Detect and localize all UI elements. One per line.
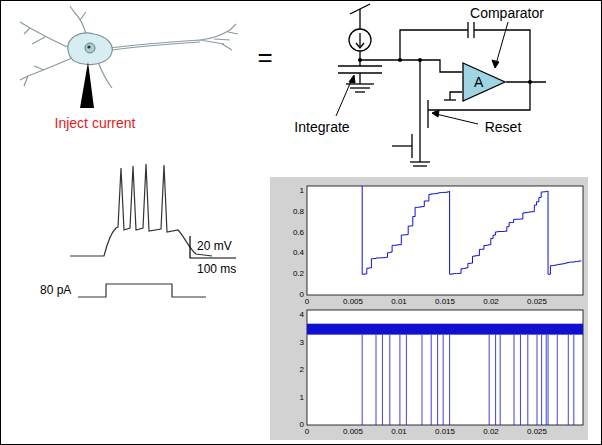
part-label: Integrate [294, 120, 349, 134]
comparator-triangle: A [462, 62, 506, 102]
neuron-nucleus [85, 43, 95, 53]
amplifier-label: A [474, 75, 483, 89]
signal-trace [541, 335, 542, 425]
tick-label: 0.015 [435, 298, 455, 306]
tick-label: 0.6 [293, 229, 304, 237]
plot-axes [307, 186, 583, 295]
signal-trace [362, 191, 449, 274]
signal-trace [537, 335, 538, 425]
plot-panel [270, 177, 588, 440]
signal-trace [568, 335, 569, 425]
tick-label: 0.02 [483, 298, 499, 306]
nucleolus [87, 45, 90, 48]
part-label: Reset [485, 120, 522, 134]
annotation: 100 ms [197, 263, 236, 275]
signal-trace [514, 335, 515, 425]
voltage-trace [70, 164, 212, 256]
signal-trace [548, 335, 549, 425]
tick-label: 3 [300, 339, 304, 347]
signal-trace [495, 335, 496, 425]
scale-bar [190, 236, 236, 258]
annotation: 20 mV [197, 240, 232, 252]
electrode [80, 62, 94, 108]
tick-label: 1 [300, 394, 304, 402]
tick-label: 0.02 [483, 428, 499, 436]
tick-label: 0 [305, 298, 309, 306]
tick-label: 0.025 [527, 298, 547, 306]
leader-arrows [336, 22, 508, 124]
tick-label: 0 [305, 428, 309, 436]
signal-band [307, 324, 583, 335]
tick-label: 0 [300, 421, 304, 429]
annotation: Inject current [55, 116, 136, 130]
signal-trace [431, 335, 432, 425]
signal-trace [362, 335, 363, 425]
signal-trace [449, 335, 450, 425]
tick-label: 0.025 [527, 428, 547, 436]
signal-trace [548, 191, 549, 274]
signal-trace [520, 335, 521, 425]
neuron [20, 6, 238, 88]
signal-trace [489, 335, 490, 425]
signal-trace [573, 335, 574, 425]
tick-label: 0.015 [435, 428, 455, 436]
circuit-schematic [338, 4, 546, 166]
signal-trace [382, 335, 383, 425]
tick-label: 0.8 [293, 208, 304, 216]
current-step [78, 284, 206, 297]
tick-label: 4 [300, 311, 304, 319]
annotation: 80 pA [40, 284, 71, 296]
signal-trace [557, 335, 558, 425]
tick-label: 0 [300, 291, 304, 299]
signal-trace [548, 261, 581, 274]
signal-trace [406, 335, 407, 425]
plot-axes [307, 310, 583, 425]
tick-label: 2 [300, 366, 304, 374]
tick-label: 0.01 [391, 428, 407, 436]
tick-label: 0.005 [343, 298, 363, 306]
tick-label: 0.2 [293, 270, 304, 278]
tick-label: 0.01 [391, 298, 407, 306]
signal-trace [437, 335, 438, 425]
signal-trace [546, 335, 547, 425]
signal-trace [449, 191, 450, 274]
plot-traces [307, 186, 583, 425]
signal-trace [389, 335, 390, 425]
signal-trace [450, 191, 548, 274]
triangle-outline [462, 62, 506, 102]
tick-label: 1 [300, 187, 304, 195]
signal-trace [399, 335, 400, 425]
signal-trace [362, 186, 363, 274]
signal-trace [422, 335, 423, 425]
signal-trace [527, 335, 528, 425]
annotation: = [257, 44, 272, 70]
signal-trace [376, 335, 377, 425]
neuron-soma [68, 33, 112, 65]
tick-label: 0.005 [343, 428, 363, 436]
tick-label: 0.4 [293, 249, 304, 257]
part-label: Comparator [470, 6, 544, 20]
signal-trace [443, 335, 444, 425]
signal-trace [500, 335, 501, 425]
